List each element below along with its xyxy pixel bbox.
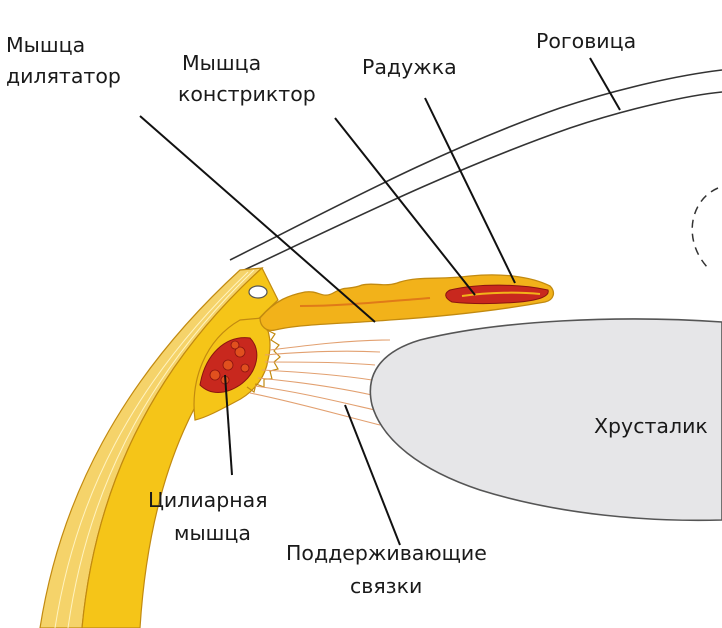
- iris: [260, 275, 553, 330]
- label-constrictor-line2: констриктор: [178, 82, 316, 106]
- label-dilator-line1: Мышца: [6, 33, 85, 57]
- label-zonules-line1: Поддерживающие: [286, 541, 487, 565]
- label-dilator-line2: дилятатор: [6, 64, 121, 88]
- zonular-fibers: [250, 340, 390, 425]
- leader-line-iris: [425, 98, 515, 283]
- pupil-dashed-outline: [692, 188, 718, 268]
- leader-line-cornea: [590, 58, 620, 110]
- label-lens: Хрусталик: [594, 414, 708, 438]
- label-cornea: Роговица: [536, 29, 636, 53]
- label-ciliary-line1: Цилиарная: [148, 488, 268, 512]
- label-ciliary-line2: мышца: [174, 521, 251, 545]
- label-zonules-line2: связки: [350, 574, 422, 598]
- label-constrictor-line1: Мышца: [182, 51, 261, 75]
- leader-line-constrictor: [335, 118, 475, 295]
- label-iris: Радужка: [362, 55, 457, 79]
